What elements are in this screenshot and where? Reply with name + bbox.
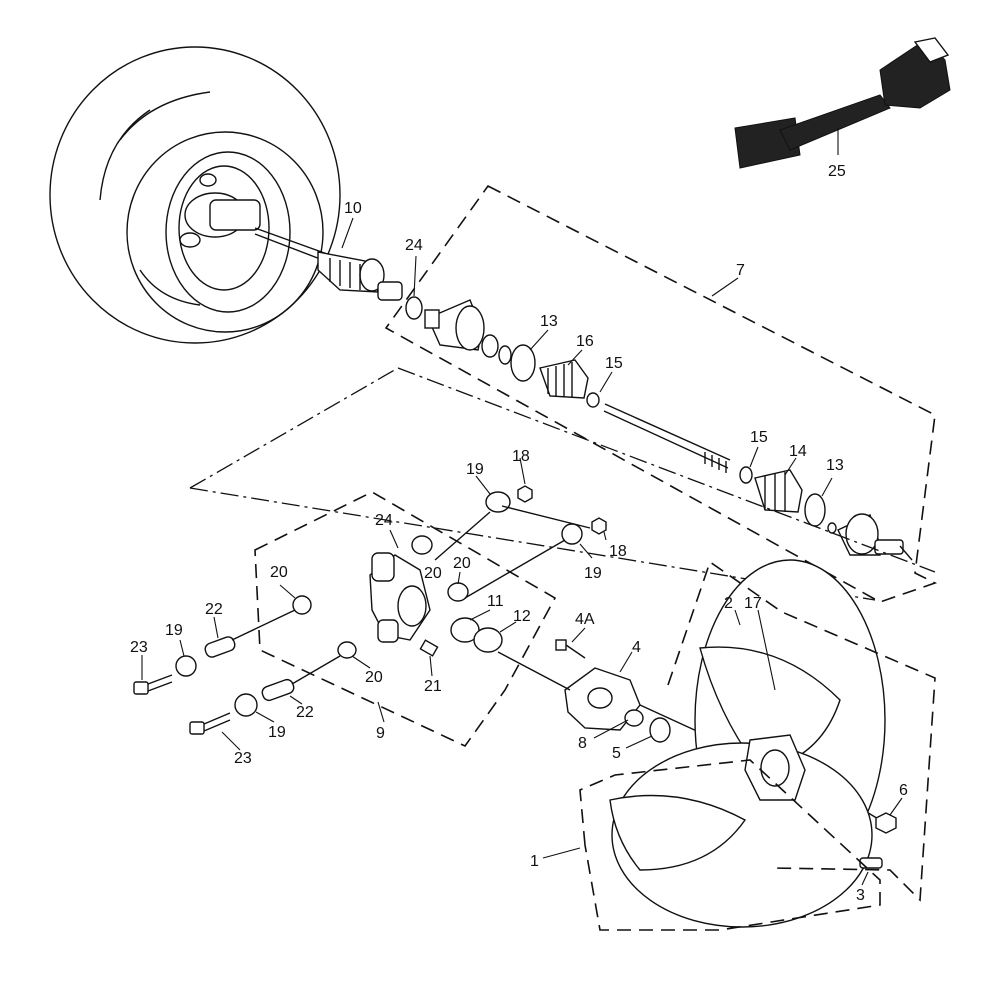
callout-24-mid: 24 <box>375 512 393 529</box>
callout-15-right: 15 <box>750 429 768 446</box>
callout-labels: 10 24 7 13 16 15 15 14 13 25 18 19 24 20… <box>130 163 908 904</box>
callout-4: 4 <box>632 639 641 656</box>
callout-18-top: 18 <box>512 448 530 465</box>
dashed-group-2 <box>667 560 936 902</box>
callout-6: 6 <box>899 782 908 799</box>
callout-13-right: 13 <box>826 457 844 474</box>
right-wheel-assembly <box>609 559 886 928</box>
dashed-group-1 <box>579 759 881 931</box>
callout-2: 2 <box>724 595 733 612</box>
callout-16: 16 <box>576 333 594 350</box>
valve-stem-3 <box>859 857 883 869</box>
wheel-nut-6 <box>875 812 897 834</box>
callout-20-right: 20 <box>453 555 471 572</box>
callout-20-bottom: 20 <box>365 669 383 686</box>
hub-carrier-parts <box>204 535 503 702</box>
callout-15-left: 15 <box>605 355 623 372</box>
callout-5: 5 <box>612 745 621 762</box>
callout-3: 3 <box>856 887 865 904</box>
cv-axle-parts <box>405 296 913 561</box>
drive-shaft-25 <box>734 37 951 169</box>
callout-20-left: 20 <box>270 564 288 581</box>
callout-11: 11 <box>487 593 504 610</box>
callout-10: 10 <box>344 200 362 217</box>
callout-22-bottom: 22 <box>296 704 314 721</box>
callout-22-left: 22 <box>205 601 223 618</box>
callout-13-left: 13 <box>540 313 558 330</box>
callout-7: 7 <box>736 262 745 279</box>
loose-hardware <box>133 485 607 735</box>
callout-24-top: 24 <box>405 237 423 254</box>
callout-12: 12 <box>513 608 531 625</box>
callout-21: 21 <box>424 678 442 695</box>
callout-17: 17 <box>744 595 762 612</box>
frame-outline <box>189 367 936 601</box>
drive-axle-10 <box>254 227 403 301</box>
callout-14: 14 <box>789 443 807 460</box>
callout-19-right: 19 <box>584 565 602 582</box>
callout-20-knuckle: 20 <box>424 565 442 582</box>
callout-leaders <box>141 217 903 886</box>
callout-25: 25 <box>828 163 846 180</box>
callout-9: 9 <box>376 725 385 742</box>
callout-18-right: 18 <box>609 543 627 560</box>
callout-1: 1 <box>530 853 539 870</box>
dashed-group-9 <box>254 491 557 748</box>
callout-4A: 4A <box>575 611 595 628</box>
callout-19-left: 19 <box>165 622 183 639</box>
callout-8: 8 <box>578 735 587 752</box>
left-wheel-assembly <box>49 46 341 344</box>
callout-23-bottom: 23 <box>234 750 252 767</box>
callout-19-bottom: 19 <box>268 724 286 741</box>
dashed-group-7 <box>384 184 938 603</box>
callout-19-top: 19 <box>466 461 484 478</box>
hub-parts <box>564 667 671 743</box>
callout-23-left: 23 <box>130 639 148 656</box>
